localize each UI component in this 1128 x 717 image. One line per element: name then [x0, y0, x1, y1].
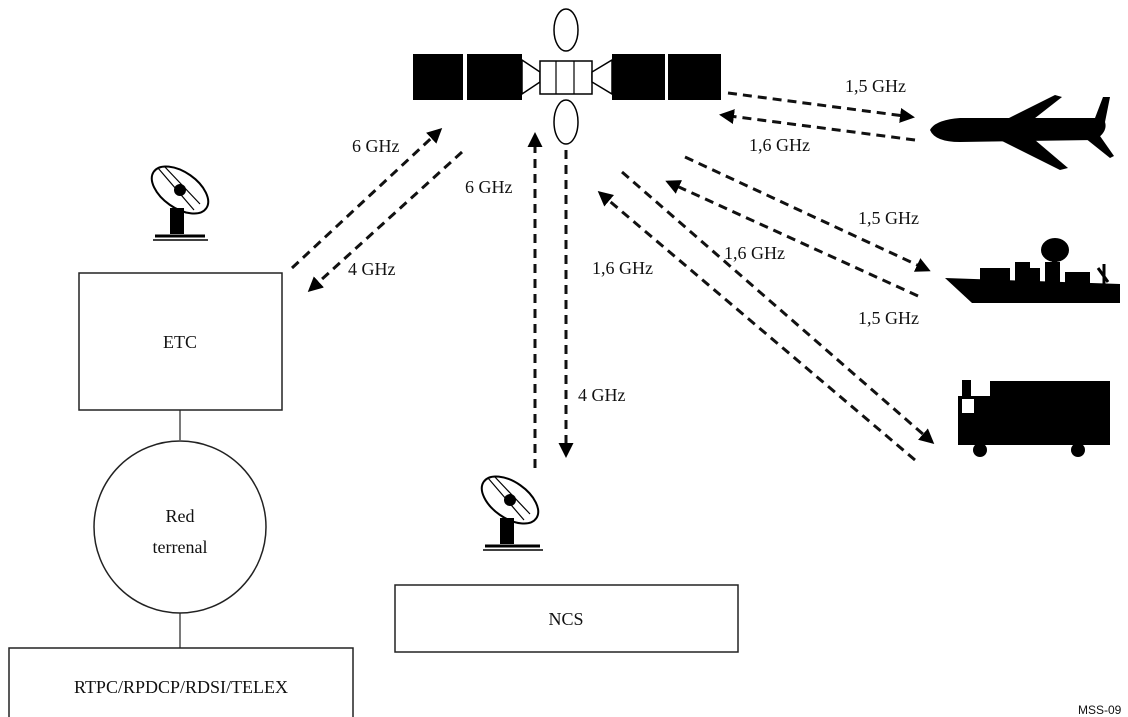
truck-icon [958, 380, 1110, 457]
label-ship-b: 1,5 GHz [858, 308, 919, 328]
red-terrenal-circle [94, 441, 266, 613]
link-plane-down [728, 93, 912, 117]
red-label-line2: terrenal [153, 537, 208, 557]
label-etc-up: 6 GHz [352, 136, 400, 156]
ncs-label: NCS [548, 609, 583, 629]
figure-code: MSS-09 [1078, 703, 1122, 717]
dish-antenna-icon [473, 467, 546, 550]
label-plane-up: 1,6 GHz [749, 135, 810, 155]
airplane-icon [930, 95, 1114, 170]
link-ship-up [668, 182, 918, 296]
label-ncs-down: 4 GHz [578, 385, 626, 405]
red-label-line1: Red [166, 506, 195, 526]
satellite-icon [413, 9, 721, 144]
label-ship-up: 1,6 GHz [724, 243, 785, 263]
etc-label: ETC [163, 332, 197, 352]
label-ncs-up: 6 GHz [465, 177, 513, 197]
label-ship-down: 1,5 GHz [858, 208, 919, 228]
label-truck-up: 1,6 GHz [592, 258, 653, 278]
dish-antenna-icon [143, 157, 216, 240]
rtpc-label: RTPC/RPDCP/RDSI/TELEX [74, 677, 288, 697]
ship-icon [945, 238, 1120, 303]
label-etc-down: 4 GHz [348, 259, 396, 279]
label-plane-down: 1,5 GHz [845, 76, 906, 96]
